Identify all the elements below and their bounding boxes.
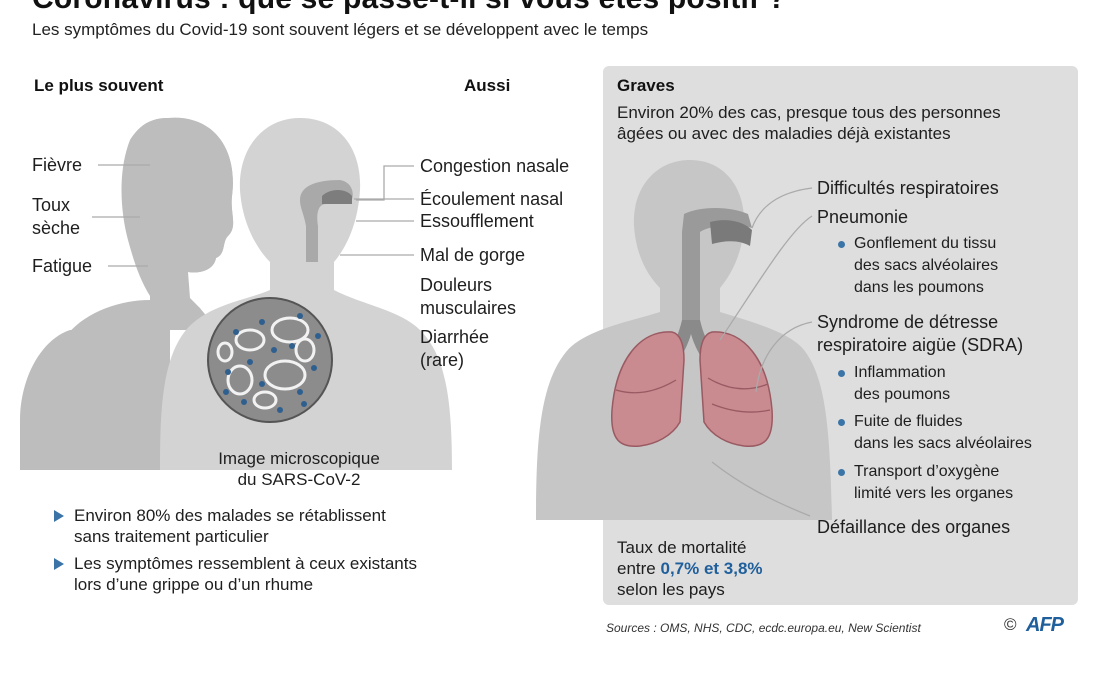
mortality-rate: Taux de mortalité entre 0,7% et 3,8% sel…: [617, 537, 763, 600]
left-leader-lines: [92, 164, 414, 267]
ards-detail-1-text: Inflammation des poumons: [854, 364, 951, 403]
profile-silhouette: [20, 117, 234, 471]
afp-logo: AFP: [1026, 614, 1064, 636]
lungs: [611, 331, 773, 448]
bullet-recovery-text: Environ 80% des malades se rétablissent …: [74, 506, 386, 546]
lung-lobes: [615, 377, 771, 413]
bullet-flu-text: Les symptômes ressemblent à ceux existan…: [74, 554, 417, 594]
left-bullets: Environ 80% des malades se rétablissent …: [54, 505, 524, 595]
ards-detail-3-text: Transport d’oxygène limité vers les orga…: [854, 463, 1014, 502]
sources: Sources : OMS, NHS, CDC, ecdc.europa.eu,…: [606, 621, 921, 635]
mortality-prefix: Taux de mortalité entre: [617, 538, 747, 578]
dot-bullet-icon: [838, 469, 845, 476]
page-subtitle: Les symptômes du Covid-19 sont souvent l…: [32, 20, 649, 39]
micro-caption: Image microscopique du SARS-CoV-2: [218, 449, 380, 489]
symptom-muscle-pain: Douleurs musculaires: [420, 275, 517, 318]
item-breathing-difficulty: Difficultés respiratoires: [817, 178, 999, 198]
item-ards: Syndrome de détresse respiratoire aigüe …: [817, 312, 1024, 355]
pneumonia-detail: Gonflement du tissu des sacs alvéolaires…: [838, 233, 998, 299]
right-leader-lines: [711, 187, 813, 517]
triangle-bullet-icon: [54, 558, 64, 570]
airway-left: [300, 180, 353, 262]
symptom-fever: Fièvre: [32, 155, 83, 175]
symptom-fatigue: Fatigue: [32, 256, 93, 276]
dot-bullet-icon: [838, 241, 845, 248]
microscope-image: [207, 297, 333, 423]
dot-bullet-icon: [838, 370, 845, 377]
symptom-nasal-congestion: Congestion nasale: [420, 156, 570, 176]
ards-detail-3: Transport d’oxygène limité vers les orga…: [838, 461, 1013, 505]
item-organ-failure: Défaillance des organes: [817, 517, 1011, 537]
dot-bullet-icon: [838, 419, 845, 426]
severe-intro: Environ 20% des cas, presque tous des pe…: [617, 103, 1001, 143]
symptom-shortness-breath: Essoufflement: [420, 211, 534, 231]
copyright-icon: ©: [1004, 615, 1017, 634]
heading-also: Aussi: [464, 76, 511, 95]
severe-heading: Graves: [617, 76, 675, 95]
ards-detail-2: Fuite de fluides dans les sacs alvéolair…: [838, 411, 1032, 455]
ards-detail-1: Inflammation des poumons: [838, 362, 950, 406]
page-title: Coronavirus : que se passe-t-il si vous …: [32, 0, 786, 16]
symptom-runny-nose: Écoulement nasal: [420, 189, 564, 209]
ards-detail-2-text: Fuite de fluides dans les sacs alvéolair…: [854, 413, 1032, 452]
pneumonia-detail-text: Gonflement du tissu des sacs alvéolaires…: [854, 235, 999, 296]
mortality-value: 0,7% et 3,8%: [660, 559, 763, 578]
mortality-suffix: selon les pays: [617, 580, 725, 599]
symptom-sore-throat: Mal de gorge: [420, 245, 526, 265]
bullet-recovery: Environ 80% des malades se rétablissent …: [54, 505, 524, 547]
symptom-dry-cough: Toux sèche: [32, 195, 81, 238]
triangle-bullet-icon: [54, 510, 64, 522]
bullet-flu: Les symptômes ressemblent à ceux existan…: [54, 553, 524, 595]
item-pneumonia: Pneumonie: [817, 207, 909, 227]
heading-common: Le plus souvent: [34, 76, 164, 95]
symptom-diarrhea: Diarrhée (rare): [420, 327, 490, 370]
